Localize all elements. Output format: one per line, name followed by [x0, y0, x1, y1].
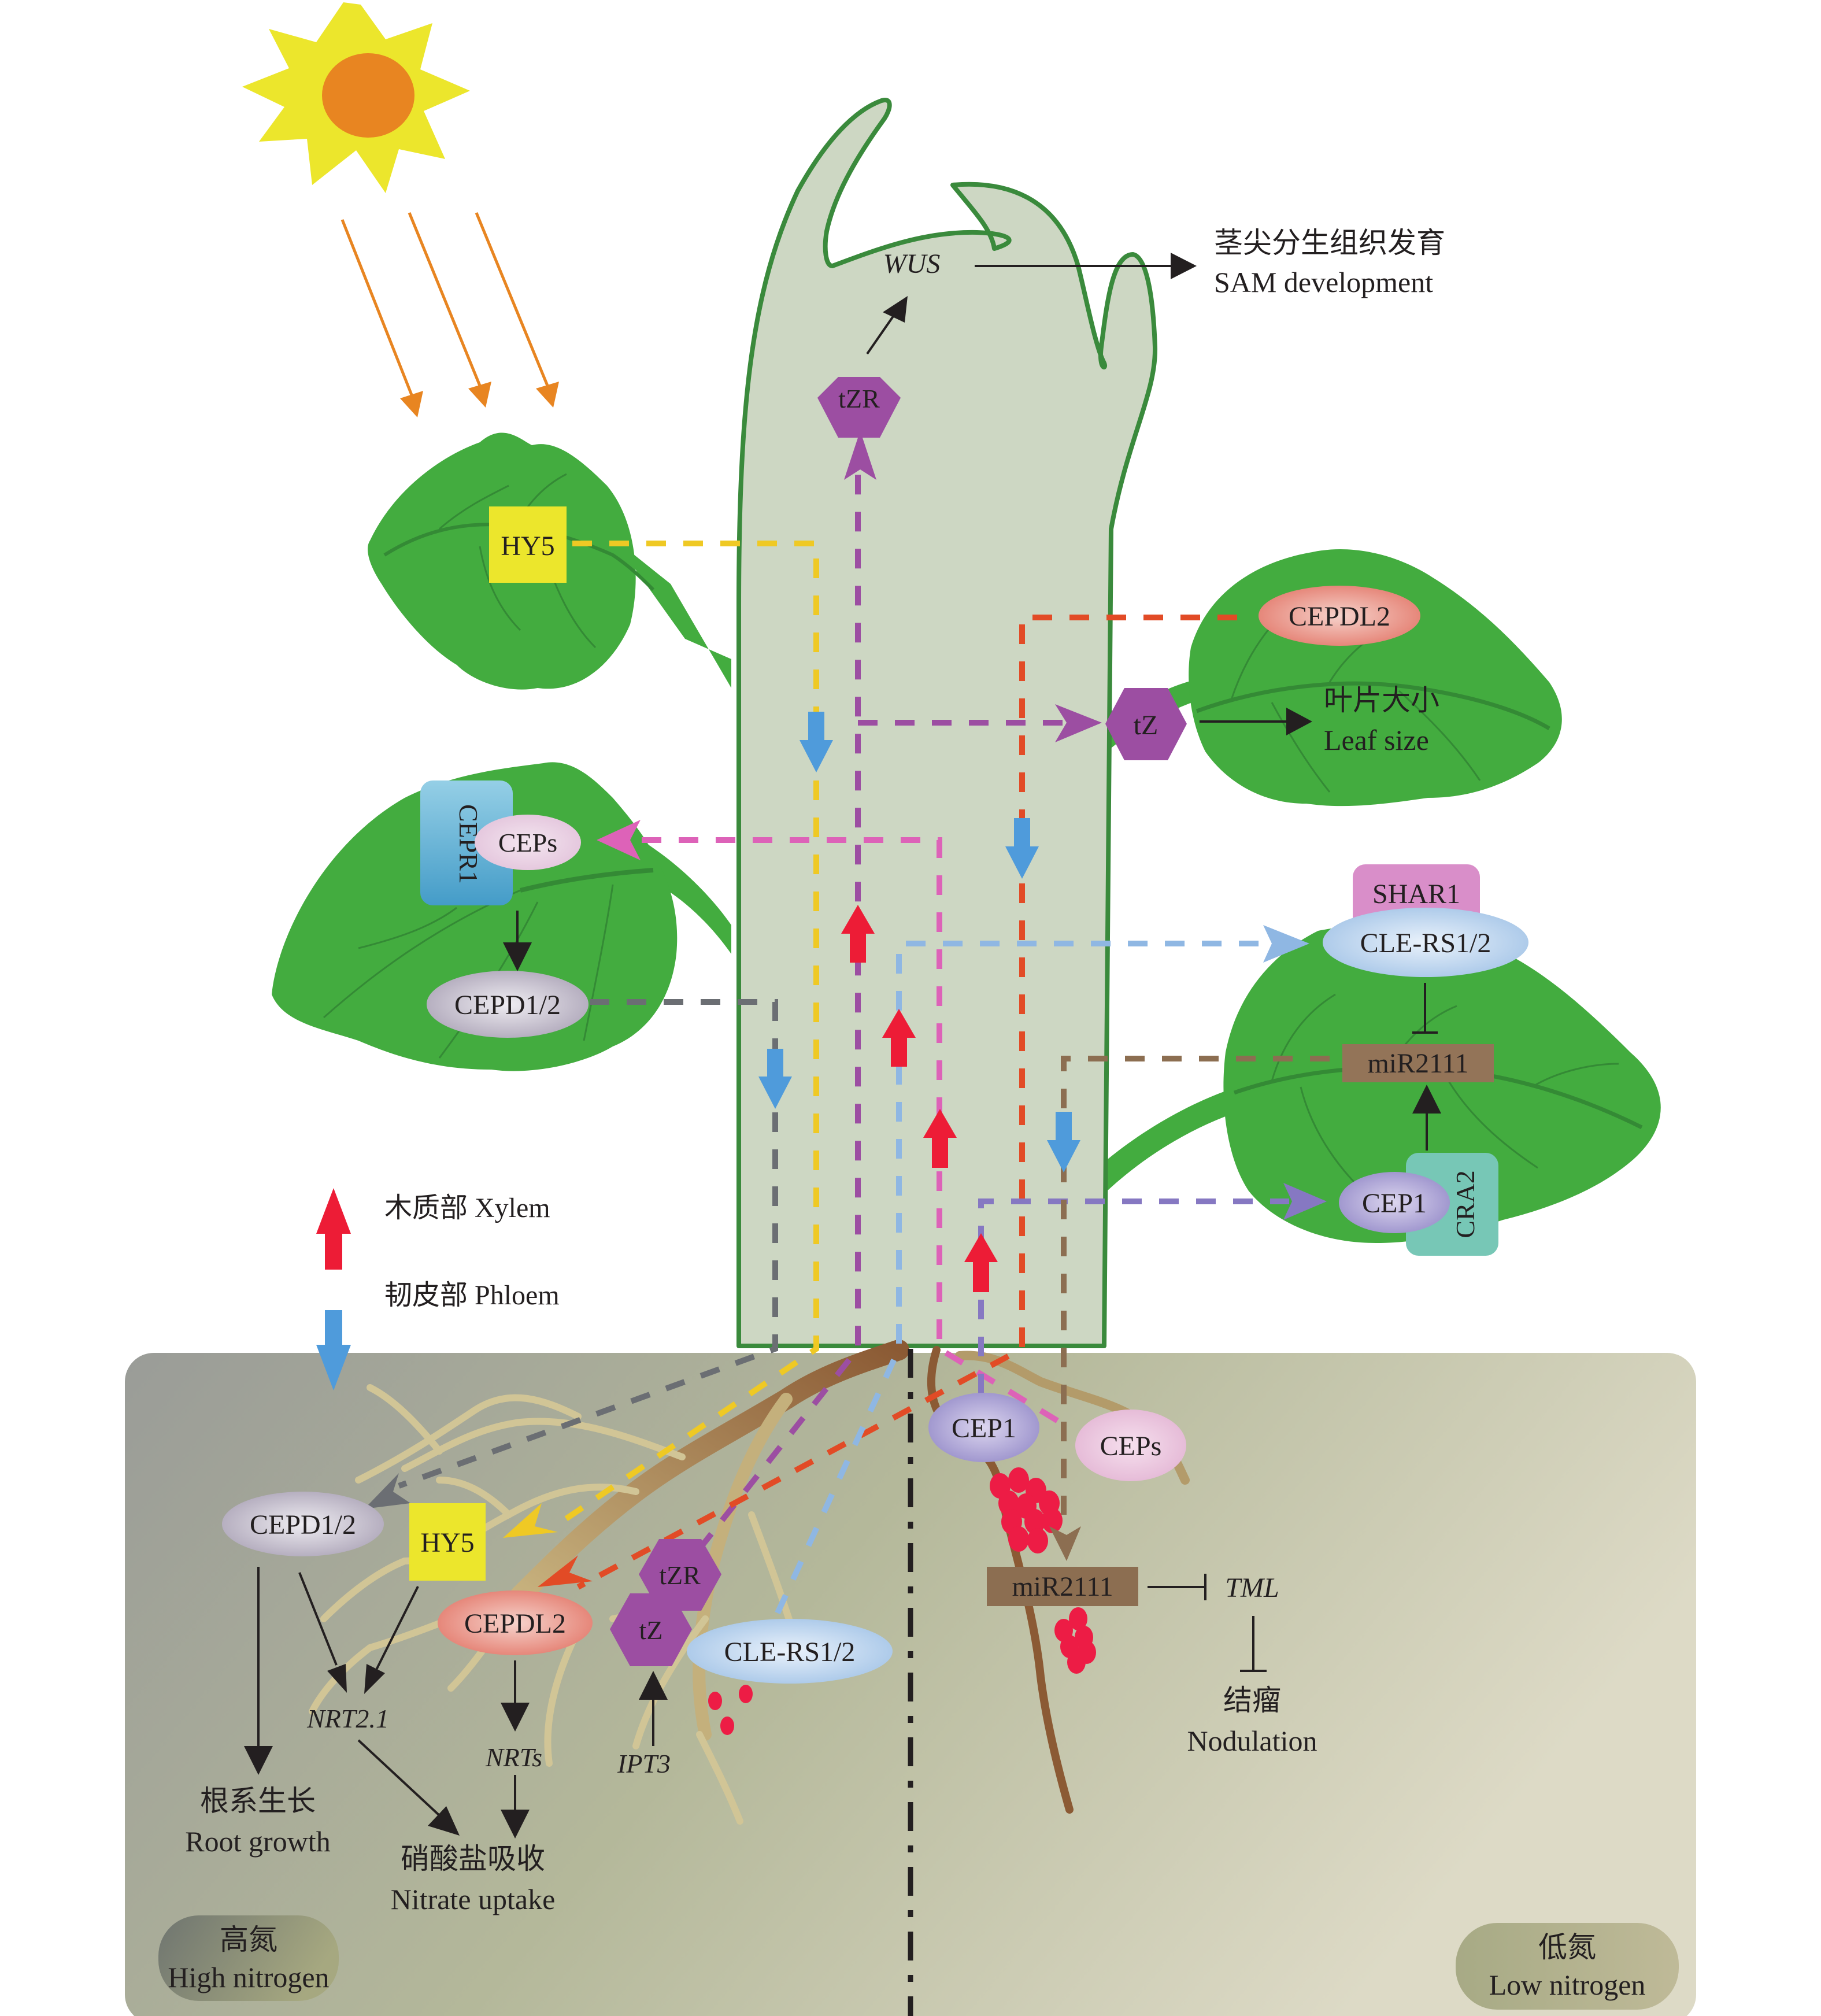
hy5-box-leaf: HY5 — [489, 506, 567, 583]
svg-text:韧皮部 Phloem: 韧皮部 Phloem — [384, 1280, 560, 1311]
svg-text:miR2111: miR2111 — [1012, 1571, 1113, 1602]
svg-text:SHAR1: SHAR1 — [1372, 879, 1460, 909]
tz-hexagon-shoot: tZ — [1105, 688, 1187, 760]
mir2111-box-root: miR2111 — [987, 1567, 1138, 1606]
root-growth-label-cn: 根系生长 — [200, 1785, 316, 1817]
root-growth-label-en: Root growth — [185, 1825, 330, 1858]
cep1-to-mir2111-arrow — [1412, 1085, 1441, 1151]
ipt3-gene-label: IPT3 — [617, 1749, 671, 1778]
tzr-hexagon-shoot: tZR — [817, 377, 901, 438]
mir2111-inhibits-tml — [1148, 1574, 1206, 1600]
svg-text:高氮: 高氮 — [220, 1923, 277, 1956]
sam-development-label-cn: 茎尖分生组织发育 — [1214, 227, 1445, 259]
cep1-arrowhead — [1283, 1183, 1327, 1220]
nitrate-uptake-label-cn: 硝酸盐吸收 — [401, 1843, 545, 1875]
cepd12-ellipse-root: CEPD1/2 — [222, 1492, 384, 1556]
clers-arrowhead — [1263, 925, 1309, 963]
svg-text:CRA2: CRA2 — [1450, 1170, 1480, 1238]
svg-text:miR2111: miR2111 — [1367, 1048, 1468, 1079]
tzr-arrowhead — [844, 431, 876, 480]
clers12-ellipse-leaf: CLE-RS1/2 — [1323, 908, 1528, 977]
sunlight-arrows — [340, 212, 559, 417]
ceps-ellipse-root: CEPs — [1075, 1410, 1186, 1481]
svg-text:CEPD1/2: CEPD1/2 — [454, 990, 561, 1020]
cepdl2-ellipse-leaf: CEPDL2 — [1259, 586, 1420, 646]
svg-text:CEPs: CEPs — [1100, 1431, 1162, 1462]
nodulation-label-cn: 结瘤 — [1223, 1684, 1281, 1717]
svg-text:High nitrogen: High nitrogen — [168, 1961, 329, 1993]
high-nitrogen-badge: 高氮 High nitrogen — [158, 1915, 339, 2001]
mir2111-signal-path — [1061, 1056, 1330, 1515]
cra2-receptor-box: CRA2 — [1406, 1153, 1498, 1256]
svg-text:CEP1: CEP1 — [1362, 1188, 1427, 1219]
nrt21-gene-label: NRT2.1 — [306, 1704, 389, 1733]
tml-inhibits-nodulation — [1240, 1616, 1267, 1672]
legend-xylem: 木质部 Xylem — [316, 1188, 550, 1270]
tz-hexagon-root: tZ — [610, 1593, 692, 1666]
clers-signal-path — [775, 941, 1272, 1615]
cep1-ellipse-root: CEP1 — [928, 1393, 1039, 1462]
svg-text:tZR: tZR — [659, 1560, 701, 1590]
svg-text:低氮: 低氮 — [1538, 1931, 1596, 1963]
nrts-gene-label: NRTs — [485, 1743, 542, 1772]
cepdl2-signal-path — [576, 615, 1237, 1590]
nodulation-label-en: Nodulation — [1187, 1725, 1317, 1757]
hy5-box-root: HY5 — [409, 1503, 486, 1581]
xylem-arrows — [841, 905, 998, 1292]
xylem-arrow-icon — [316, 1188, 351, 1270]
nodule-cluster-small — [708, 1685, 753, 1735]
sam-development-label-en: SAM development — [1214, 266, 1433, 298]
svg-text:CEPDL2: CEPDL2 — [1289, 601, 1390, 632]
cepdl2-ellipse-root: CEPDL2 — [438, 1590, 593, 1655]
nodule-cluster-lower — [1054, 1607, 1096, 1674]
svg-text:tZR: tZR — [838, 384, 880, 413]
root-regulation-arrows — [244, 1567, 668, 1839]
legend-phloem: 韧皮部 Phloem — [316, 1280, 560, 1390]
cepr1-to-cepd-arrow — [503, 911, 532, 971]
cep1-signal-path — [978, 1198, 1289, 1393]
svg-text:CLE-RS1/2: CLE-RS1/2 — [724, 1637, 856, 1667]
tml-gene-label: TML — [1225, 1573, 1279, 1603]
leaf-size-label-en: Leaf size — [1324, 724, 1429, 756]
ceps-ellipse-leaf: CEPs — [475, 815, 581, 870]
wus-to-sam-arrow — [975, 253, 1197, 279]
cepd12-ellipse-leaf: CEPD1/2 — [427, 971, 589, 1038]
tzr-to-wus-arrow — [866, 296, 908, 355]
nodule-cluster-upper — [990, 1467, 1063, 1553]
leaf-size-label-cn: 叶片大小 — [1324, 684, 1439, 716]
ceps-signal-path — [642, 837, 1071, 1431]
svg-text:CEP1: CEP1 — [952, 1413, 1016, 1444]
svg-text:tZ: tZ — [639, 1615, 663, 1645]
phloem-arrows — [758, 712, 1080, 1172]
svg-text:CEPDL2: CEPDL2 — [464, 1608, 566, 1639]
sun-icon — [242, 2, 470, 193]
cepd-signal-path — [398, 999, 778, 1489]
hy5-signal-path — [553, 541, 819, 1529]
svg-text:HY5: HY5 — [501, 531, 554, 561]
svg-text:HY5: HY5 — [420, 1527, 474, 1558]
tzr-hexagon-root: tZR — [639, 1539, 721, 1611]
cepdl2-root-arrowhead — [538, 1555, 593, 1587]
svg-text:Low nitrogen: Low nitrogen — [1489, 1969, 1646, 2001]
clers12-ellipse-root: CLE-RS1/2 — [687, 1619, 893, 1684]
ceps-arrowhead — [597, 820, 641, 860]
svg-text:CLE-RS1/2: CLE-RS1/2 — [1360, 928, 1491, 959]
svg-text:木质部 Xylem: 木质部 Xylem — [384, 1193, 550, 1223]
cepd-root-arrowhead — [364, 1473, 410, 1509]
phloem-arrow-icon — [316, 1310, 351, 1390]
low-nitrogen-badge: 低氮 Low nitrogen — [1456, 1923, 1679, 2010]
tz-to-leafsize-arrow — [1200, 708, 1312, 735]
mir2111-box-leaf: miR2111 — [1342, 1044, 1494, 1082]
wus-gene-label: WUS — [883, 249, 941, 279]
svg-text:tZ: tZ — [1134, 710, 1159, 741]
tz-arrowhead — [1055, 704, 1102, 742]
svg-text:CEPs: CEPs — [498, 828, 557, 857]
mir2111-root-arrowhead — [1049, 1526, 1081, 1561]
nitrate-uptake-label-en: Nitrate uptake — [391, 1883, 556, 1915]
cep1-ellipse-leaf: CEP1 — [1339, 1172, 1450, 1233]
hy5-root-arrowhead — [503, 1503, 558, 1538]
clers-inhibits-mir2111 — [1412, 983, 1438, 1034]
svg-text:CEPD1/2: CEPD1/2 — [250, 1510, 356, 1540]
